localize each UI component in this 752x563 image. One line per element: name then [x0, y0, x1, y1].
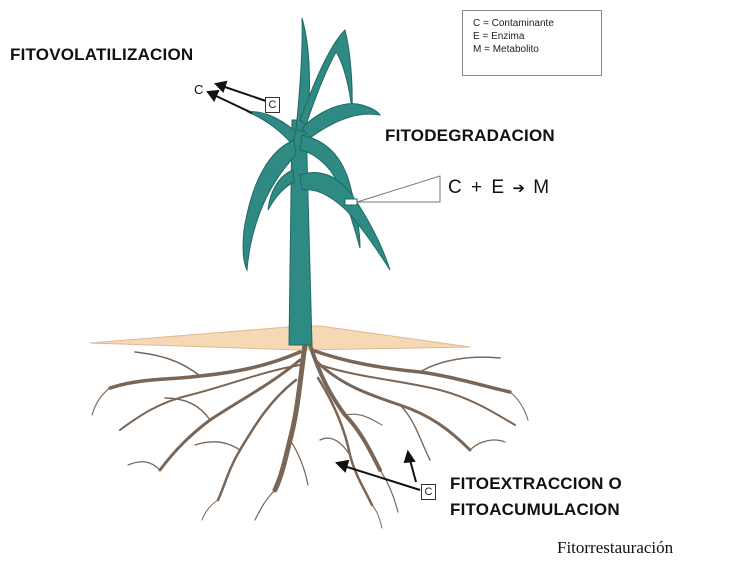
soil-surface: [90, 326, 470, 350]
legend-item-contaminante: C = Contaminante: [473, 17, 554, 30]
volatilized-contaminant-label: C: [194, 82, 203, 97]
equation-plus: +: [471, 177, 482, 199]
equation-e: E: [491, 177, 504, 199]
figure-caption: Fitorrestauración: [557, 538, 673, 558]
degradation-equation: C + E ➔ M: [448, 177, 549, 199]
equation-m: M: [533, 177, 549, 199]
label-fitodegradacion: FITODEGRADACION: [385, 126, 555, 146]
root-contaminant-box: C: [421, 484, 436, 500]
plant-leaves: [243, 18, 390, 270]
legend-item-enzima: E = Enzima: [473, 30, 524, 43]
legend-item-metabolito: M = Metabolito: [473, 43, 539, 56]
leaf-marker: [345, 199, 357, 205]
equation-arrow: ➔: [512, 179, 525, 197]
volatilization-arrows: [208, 82, 266, 113]
label-fitoextraccion: FITOEXTRACCION O: [450, 474, 622, 494]
label-fitovolatilizacion: FITOVOLATILIZACION: [10, 45, 193, 65]
leaf-contaminant-box: C: [265, 97, 280, 113]
label-fitoacumulacion: FITOACUMULACION: [450, 500, 620, 520]
equation-c: C: [448, 177, 462, 199]
degradation-callout: [357, 176, 440, 202]
legend-box: C = Contaminante E = Enzima M = Metaboli…: [462, 10, 602, 76]
